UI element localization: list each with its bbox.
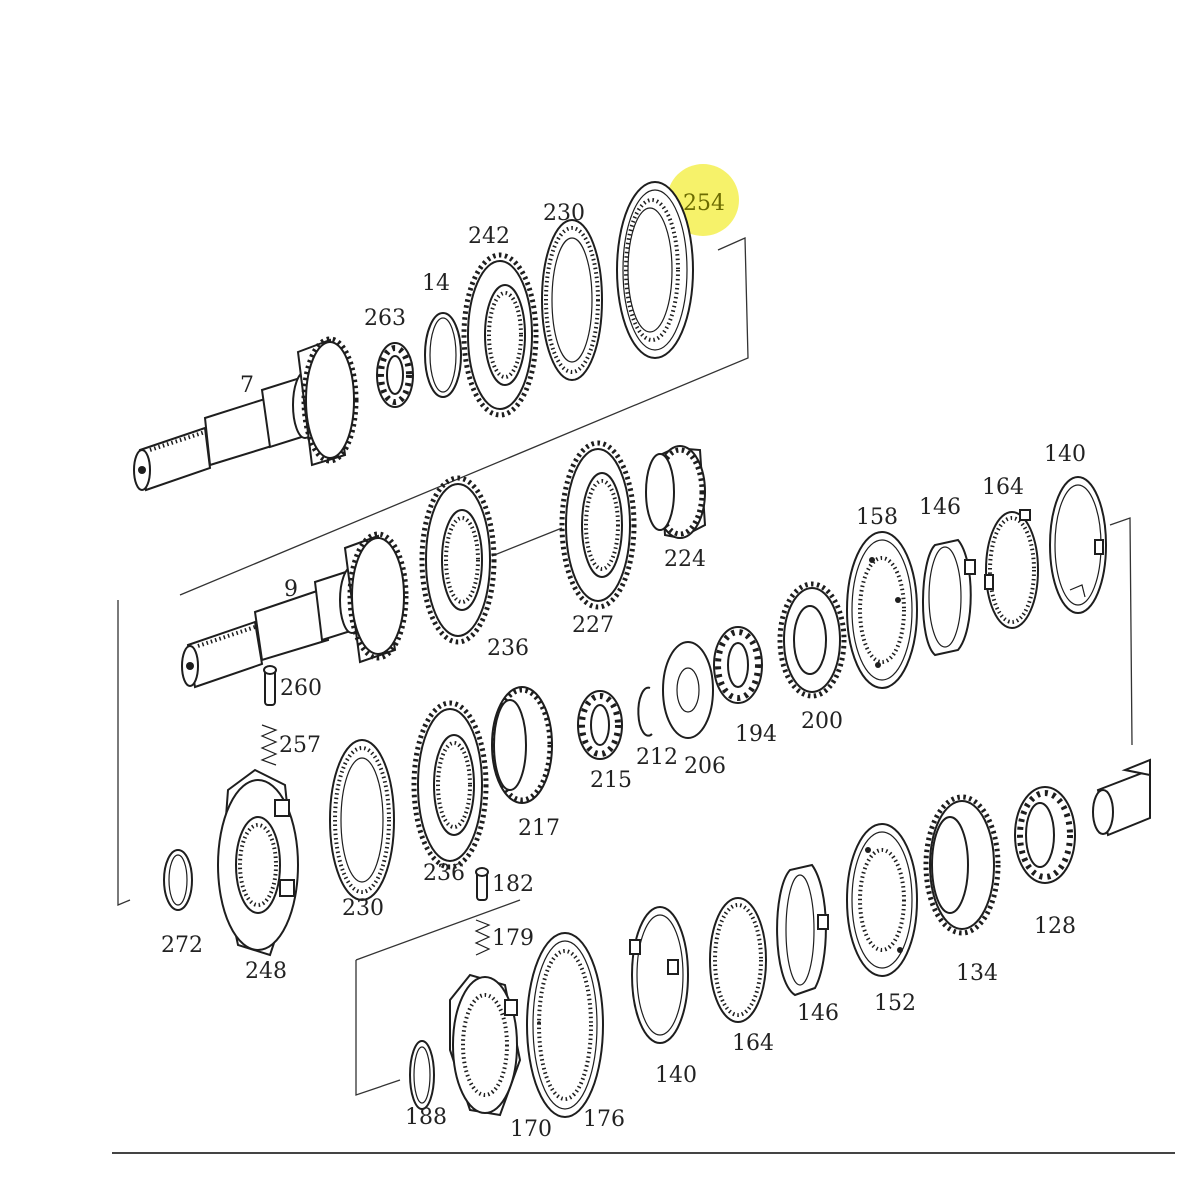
label-179: 179 xyxy=(492,926,534,951)
gear-200 xyxy=(777,581,847,699)
label-215: 215 xyxy=(590,768,632,793)
needle-bearing-263 xyxy=(376,342,414,408)
label-206: 206 xyxy=(684,754,726,779)
label-14: 14 xyxy=(422,271,450,296)
part-labels: 7 263 14 242 230 254 9 236 227 224 260 2… xyxy=(161,191,1086,1142)
label-230-top: 230 xyxy=(543,201,585,226)
label-260: 260 xyxy=(280,676,322,701)
synchro-hub-170 xyxy=(449,973,522,1117)
gear-236-bottom xyxy=(411,700,489,870)
snap-ring-272 xyxy=(163,849,193,911)
label-212: 212 xyxy=(636,745,678,770)
spring-179 xyxy=(474,919,491,956)
gear-242 xyxy=(461,252,539,418)
label-217: 217 xyxy=(518,816,560,841)
label-254-highlighted: 254 xyxy=(683,191,725,216)
label-248: 248 xyxy=(245,959,287,984)
sleeve-176 xyxy=(526,932,604,1118)
gear-236-top xyxy=(419,475,497,645)
needle-bearing-128 xyxy=(1014,786,1076,884)
synchro-ring-140-bottom xyxy=(629,906,689,1044)
sliding-sleeve-254 xyxy=(616,181,694,359)
label-140-bottom: 140 xyxy=(655,1063,697,1088)
bearing-224 xyxy=(645,445,707,540)
label-128: 128 xyxy=(1034,914,1076,939)
label-272: 272 xyxy=(161,933,203,958)
label-170: 170 xyxy=(510,1117,552,1142)
label-134: 134 xyxy=(956,961,998,986)
synchro-hub-248 xyxy=(217,768,299,957)
label-7: 7 xyxy=(240,373,254,398)
gear-134 xyxy=(923,794,1001,936)
needle-bearing-194 xyxy=(713,626,763,704)
label-140-top: 140 xyxy=(1044,442,1086,467)
synchro-ring-230-bottom xyxy=(329,739,395,901)
group-frame-lines xyxy=(112,237,1175,1154)
blocker-ring-146-bottom xyxy=(776,863,829,997)
snap-ring-14 xyxy=(424,312,462,398)
label-227: 227 xyxy=(572,613,614,638)
label-152: 152 xyxy=(874,991,916,1016)
label-164-top: 164 xyxy=(982,475,1024,500)
label-194: 194 xyxy=(735,722,777,747)
bolt-260 xyxy=(263,665,277,706)
label-9: 9 xyxy=(284,577,298,602)
blocker-ring-146-top xyxy=(922,538,976,657)
label-236-bottom: 236 xyxy=(423,861,465,886)
thrust-washer-206 xyxy=(662,641,714,739)
snap-ring-188 xyxy=(409,1040,435,1110)
main-shaft-9 xyxy=(181,531,409,689)
label-224: 224 xyxy=(664,547,706,572)
needle-bearing-215 xyxy=(577,690,623,760)
label-257: 257 xyxy=(279,733,321,758)
label-182: 182 xyxy=(492,872,534,897)
synchro-ring-230-top xyxy=(541,219,603,381)
label-200: 200 xyxy=(801,709,843,734)
label-263: 263 xyxy=(364,306,406,331)
input-shaft-7 xyxy=(133,336,359,492)
gear-217 xyxy=(491,686,553,804)
gear-182-bolt xyxy=(475,867,489,901)
label-236-top: 236 xyxy=(487,636,529,661)
synchro-ring-158 xyxy=(846,531,918,689)
label-230-bottom: 230 xyxy=(342,896,384,921)
synchro-ring-140-top xyxy=(1049,476,1107,614)
label-242: 242 xyxy=(468,224,510,249)
spring-257 xyxy=(260,724,278,766)
synchro-ring-164-bottom xyxy=(709,897,767,1023)
label-176: 176 xyxy=(583,1107,625,1132)
label-188: 188 xyxy=(405,1105,447,1130)
snap-ring-212 xyxy=(637,686,653,737)
synchro-ring-152 xyxy=(846,823,918,977)
label-164-bottom: 164 xyxy=(732,1031,774,1056)
label-158: 158 xyxy=(856,505,898,530)
output-shaft-stub xyxy=(1092,758,1151,837)
label-146-top: 146 xyxy=(919,495,961,520)
gear-227 xyxy=(559,440,637,610)
label-146-bottom: 146 xyxy=(797,1001,839,1026)
synchro-ring-164-top xyxy=(984,509,1039,629)
